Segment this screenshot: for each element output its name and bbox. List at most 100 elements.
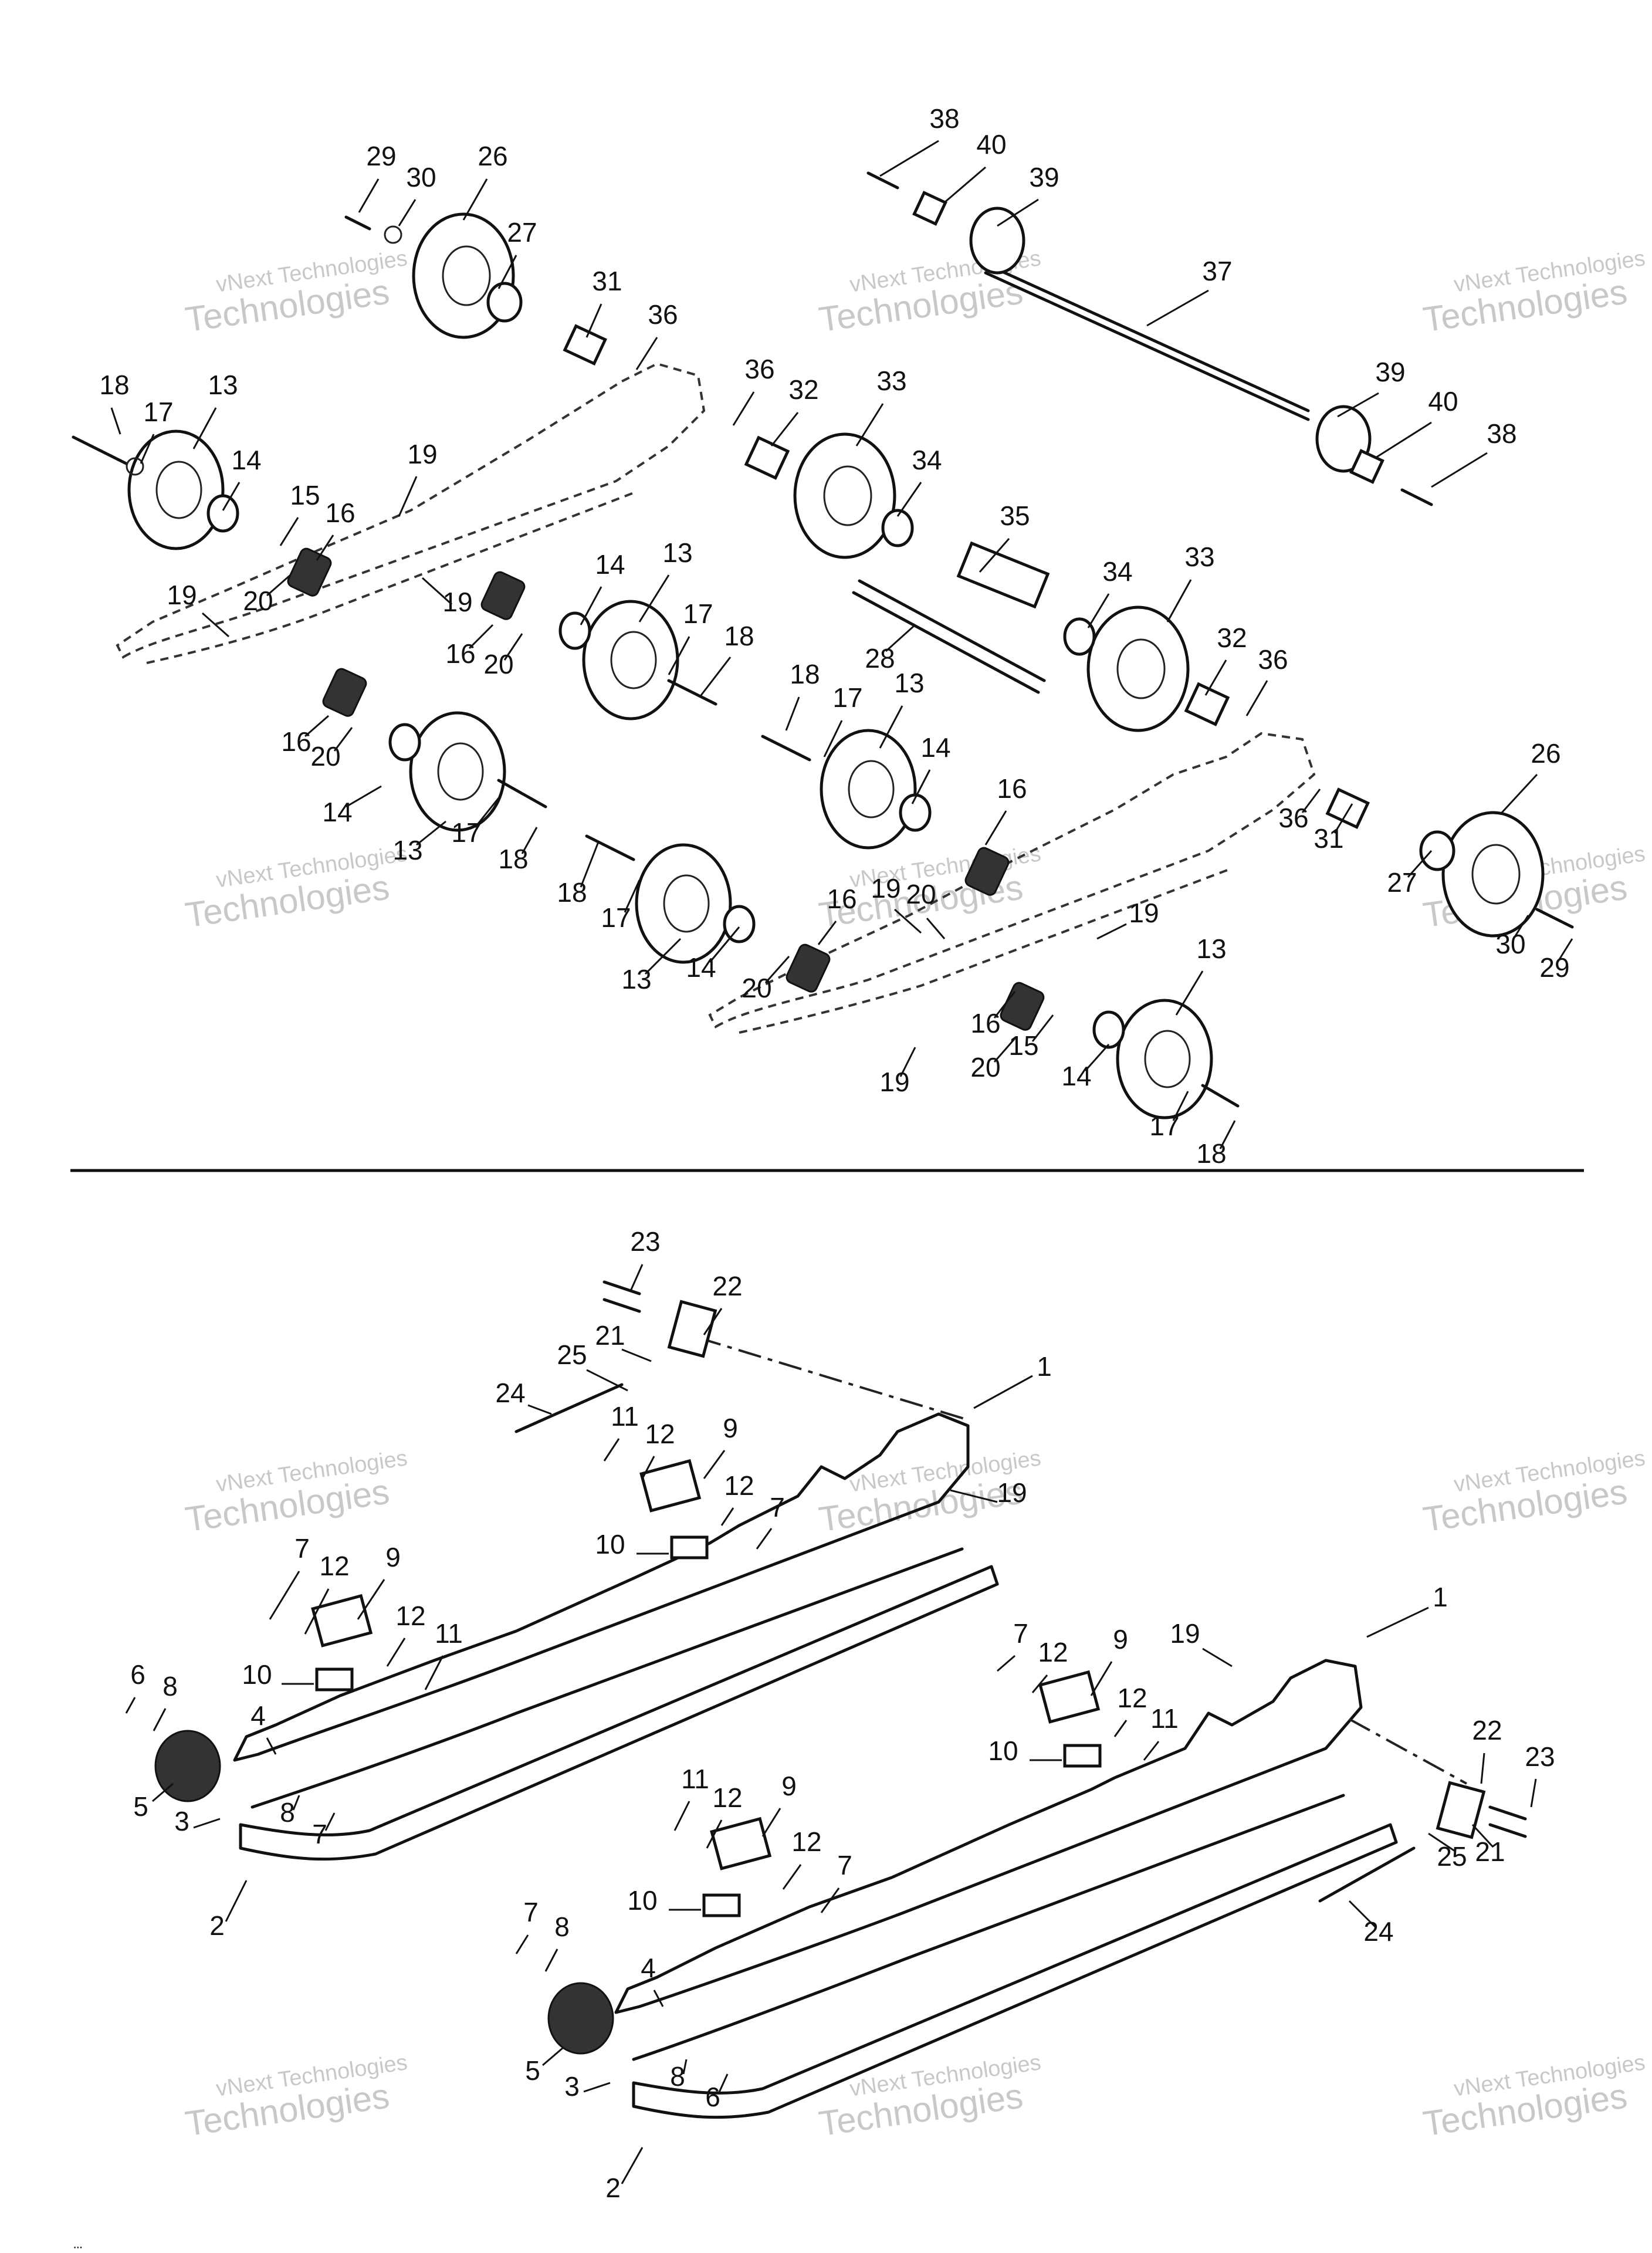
- lower-callout-12: 12: [645, 1419, 675, 1449]
- callout-leader: [1084, 1044, 1110, 1071]
- lower-callout-7: 7: [837, 1850, 852, 1880]
- upper-callout-17: 17: [832, 682, 862, 713]
- block-22-right: [1436, 1781, 1486, 1839]
- bolt-38-bottom: [1400, 488, 1433, 506]
- axle-28: [858, 579, 1046, 682]
- pad-9-c: [1038, 1670, 1101, 1724]
- upper-callout-15: 15: [290, 480, 320, 510]
- callout-leader: [638, 574, 670, 623]
- bearing-14-a: [206, 494, 239, 533]
- bearing-14-c: [388, 723, 421, 762]
- callout-leader: [997, 1655, 1015, 1672]
- lower-callout-19: 19: [1170, 1618, 1200, 1649]
- callout-leader: [398, 199, 417, 226]
- pivot-16-b: [480, 571, 526, 620]
- callout-leader: [193, 1818, 221, 1829]
- upper-callout-38: 38: [1487, 418, 1516, 449]
- callout-leader: [304, 1588, 330, 1635]
- lower-callout-12: 12: [319, 1551, 349, 1581]
- callout-leader: [644, 938, 682, 975]
- callout-leader: [682, 2059, 688, 2075]
- callout-leader: [668, 636, 690, 675]
- callout-leader: [1113, 1720, 1128, 1737]
- rail-1-right: [614, 1659, 1363, 2014]
- spacer-31-left: [563, 324, 607, 366]
- lower-callout-11: 11: [435, 1618, 463, 1649]
- upper-callout-29: 29: [1539, 952, 1569, 983]
- upper-callout-40: 40: [1428, 386, 1458, 417]
- callout-leader: [266, 1737, 277, 1755]
- washer-17-a: [126, 457, 144, 476]
- callout-leader: [1146, 289, 1209, 327]
- bolt-24-right: [1318, 1846, 1416, 1903]
- callout-leader: [386, 1638, 406, 1667]
- pivot-16-c: [322, 668, 367, 717]
- lower-callout-11: 11: [1150, 1703, 1179, 1734]
- upper-callout-33: 33: [1184, 542, 1214, 572]
- bearing-14-d: [899, 793, 932, 832]
- callout-leader: [333, 727, 353, 752]
- bolt-18-e: [585, 834, 635, 861]
- upper-callout-13: 13: [621, 964, 651, 994]
- upper-callout-18: 18: [99, 370, 129, 400]
- callout-leader: [521, 827, 538, 854]
- upper-callout-32: 32: [788, 374, 818, 405]
- lower-callout-2: 2: [209, 1910, 225, 1941]
- callout-leader: [358, 178, 380, 213]
- upper-callout-20: 20: [906, 879, 936, 909]
- right-rail-inner: [739, 867, 1233, 1034]
- callout-leader: [993, 1038, 1016, 1063]
- callout-leader: [899, 1047, 916, 1077]
- rail-1-left: [233, 1412, 970, 1762]
- callout-leader: [973, 1375, 1033, 1409]
- callout-leader: [398, 476, 418, 517]
- lower-callout-23: 23: [1525, 1741, 1555, 1772]
- callout-leader: [709, 926, 740, 963]
- callout-leader: [424, 1655, 444, 1690]
- callout-leader: [266, 574, 291, 597]
- callout-leader: [1172, 1091, 1189, 1121]
- upper-callout-37: 37: [1202, 256, 1232, 286]
- upper-callout-20: 20: [310, 741, 340, 772]
- callout-leader: [720, 1507, 734, 1526]
- callout-leader: [1431, 452, 1488, 488]
- upper-callout-19: 19: [1129, 898, 1159, 928]
- lower-callout-12: 12: [395, 1601, 425, 1631]
- align-line-left: [698, 1337, 969, 1421]
- callout-leader: [944, 166, 986, 204]
- lower-callout-12: 12: [1117, 1683, 1147, 1713]
- upper-callout-39: 39: [1375, 357, 1405, 387]
- upper-callout-13: 13: [894, 668, 924, 698]
- callout-leader: [621, 1348, 652, 1362]
- callout-leader: [603, 1438, 620, 1462]
- callout-leader: [756, 1528, 773, 1550]
- callout-leader: [468, 624, 494, 649]
- wheel-26-right-hub: [1471, 844, 1521, 905]
- upper-assembly: [70, 171, 1584, 1172]
- callout-leader: [357, 1579, 385, 1620]
- callout-leader: [140, 434, 155, 464]
- lower-callout-6: 6: [130, 1659, 145, 1690]
- pad-9-d: [710, 1816, 772, 1870]
- lower-callout-12: 12: [724, 1470, 754, 1501]
- callout-leader: [1428, 1832, 1455, 1852]
- wheel-13-a-hub: [155, 461, 202, 519]
- callout-leader: [700, 657, 732, 696]
- upper-callout-27: 27: [507, 217, 537, 248]
- lower-callout-10: 10: [595, 1529, 625, 1559]
- lower-callout-12: 12: [1038, 1637, 1068, 1667]
- strip-10-c: [1063, 1744, 1102, 1768]
- upper-callout-40: 40: [976, 129, 1006, 160]
- bolt-38-top: [866, 171, 899, 190]
- lower-callout-19: 19: [997, 1477, 1027, 1508]
- callout-leader: [421, 577, 453, 605]
- callout-leader: [1471, 1824, 1494, 1848]
- wheel-13-c: [409, 711, 506, 832]
- callout-leader: [879, 705, 903, 749]
- upper-callout-28: 28: [865, 643, 895, 674]
- upper-callout-13: 13: [662, 537, 692, 568]
